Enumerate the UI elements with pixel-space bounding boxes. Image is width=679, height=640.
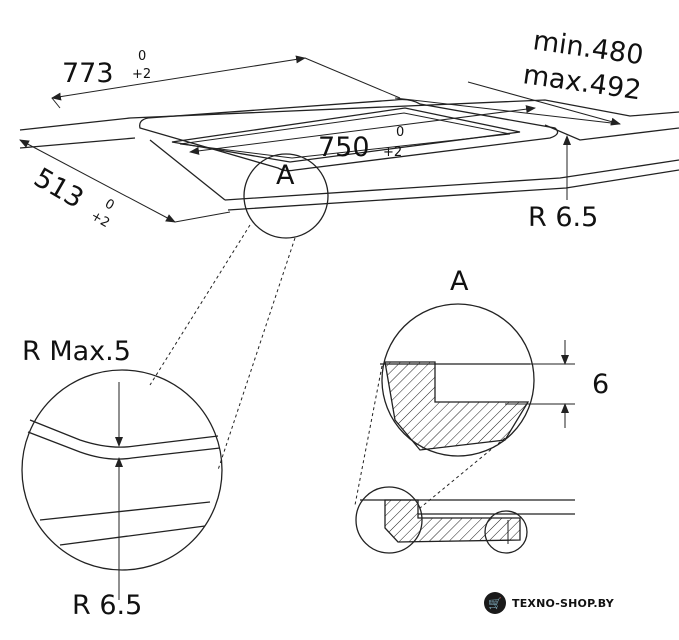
detail-a-top-label: A bbox=[276, 160, 295, 191]
leader-lines-left bbox=[149, 224, 296, 471]
width-tol-bottom: +2 bbox=[132, 67, 151, 82]
cutout-tol-bottom: +2 bbox=[383, 145, 402, 160]
dimension-513: 513 0 +2 bbox=[19, 139, 231, 231]
detail-circle-a: A bbox=[243, 153, 329, 239]
cutout-width-label: 750 bbox=[318, 132, 370, 163]
right-detail-a: A 6 bbox=[354, 266, 609, 554]
cutout-tol-top: 0 bbox=[396, 125, 404, 140]
radius-top-callout: R 6.5 bbox=[528, 135, 598, 233]
brand-name: TEXNO-SHOP.BY bbox=[512, 596, 614, 610]
dimension-773: 773 0 +2 bbox=[51, 49, 401, 109]
r-max-label: R Max.5 bbox=[22, 336, 131, 367]
depth-label: 513 bbox=[29, 162, 89, 215]
dimension-min-max: min.480 max.492 bbox=[394, 25, 645, 126]
depth-tol-top: 0 bbox=[102, 196, 117, 213]
radius-top-label: R 6.5 bbox=[528, 202, 598, 233]
step-height-label: 6 bbox=[592, 369, 609, 400]
brand-logo[interactable]: 🛒 TEXNO-SHOP.BY bbox=[484, 592, 614, 614]
left-detail: R Max.5 R 6.5 bbox=[21, 336, 223, 621]
detail-a-side-label: A bbox=[450, 266, 469, 297]
dimension-750: 750 0 +2 bbox=[189, 105, 536, 163]
width-main-label: 773 bbox=[62, 58, 114, 89]
radius-bottom-label: R 6.5 bbox=[72, 590, 142, 621]
width-tol-top: 0 bbox=[138, 49, 146, 64]
cart-icon: 🛒 bbox=[484, 592, 506, 614]
